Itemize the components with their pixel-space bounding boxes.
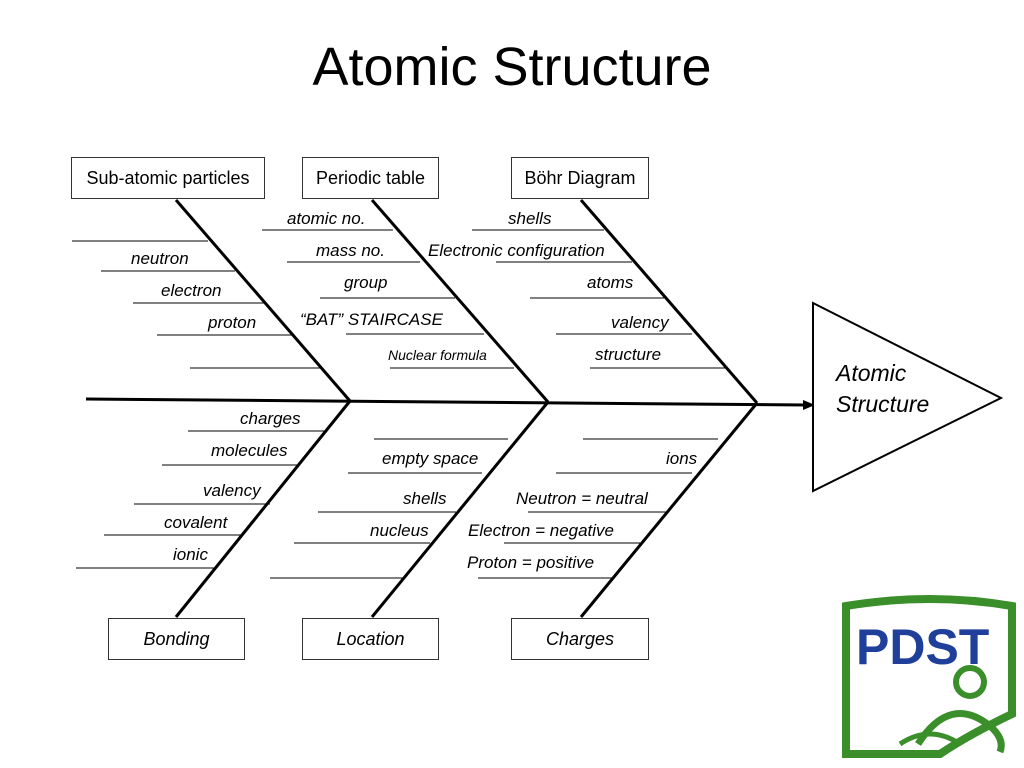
cause-label: Proton = positive bbox=[467, 553, 595, 572]
diagram-title: Atomic Structure bbox=[312, 37, 712, 97]
pdst-logo: PDST bbox=[842, 595, 1016, 758]
effect-label: Atomic Structure bbox=[836, 358, 929, 420]
cause-label: nucleus bbox=[370, 521, 429, 540]
cause-label: valency bbox=[203, 481, 261, 500]
bone-sub-atomic bbox=[174, 199, 352, 402]
category-box-sub-atomic-particles: Sub-atomic particles bbox=[71, 157, 265, 199]
cause-label: “BAT” STAIRCASE bbox=[300, 310, 443, 329]
cause-label: Neutron = neutral bbox=[516, 489, 648, 508]
cause-label: proton bbox=[208, 313, 257, 332]
category-box-location: Location bbox=[302, 618, 439, 660]
cause-label: valency bbox=[611, 313, 669, 332]
cause-label: ionic bbox=[173, 545, 208, 564]
bone-charges bbox=[579, 402, 759, 618]
category-box-bonding: Bonding bbox=[108, 618, 245, 660]
effect-label-line2: Structure bbox=[836, 391, 930, 417]
bone-bohr-diagram bbox=[579, 199, 759, 404]
effect-label-line1: Atomic bbox=[836, 360, 907, 386]
category-box-bohr-diagram: Böhr Diagram bbox=[511, 157, 649, 199]
spine bbox=[85, 397, 806, 407]
cause-label: electron bbox=[161, 281, 222, 300]
bone-bonding bbox=[174, 400, 352, 618]
cause-label: group bbox=[344, 273, 388, 292]
cause-label: shells bbox=[403, 489, 447, 508]
bone-periodic-table bbox=[370, 199, 550, 403]
cause-label: molecules bbox=[211, 441, 288, 460]
cause-label: mass no. bbox=[316, 241, 385, 260]
category-box-periodic-table: Periodic table bbox=[302, 157, 439, 199]
cause-label: atomic no. bbox=[287, 209, 366, 228]
cause-label: Electronic configuration bbox=[428, 241, 605, 260]
effect-triangle bbox=[812, 301, 1004, 493]
cause-label: structure bbox=[595, 345, 662, 364]
logo-figure-head bbox=[953, 665, 987, 699]
category-box-charges: Charges bbox=[511, 618, 649, 660]
cause-label: atoms bbox=[587, 273, 634, 292]
cause-label: Nuclear formula bbox=[388, 347, 487, 363]
spine-arrowhead bbox=[803, 400, 815, 410]
bone-location bbox=[370, 401, 550, 618]
cause-label: neutron bbox=[131, 249, 189, 268]
cause-label: ions bbox=[666, 449, 698, 468]
cause-label: charges bbox=[240, 409, 301, 428]
cause-label: Electron = negative bbox=[468, 521, 615, 540]
cause-label: empty space bbox=[382, 449, 479, 468]
cause-label: shells bbox=[508, 209, 552, 228]
cause-label: covalent bbox=[164, 513, 228, 532]
